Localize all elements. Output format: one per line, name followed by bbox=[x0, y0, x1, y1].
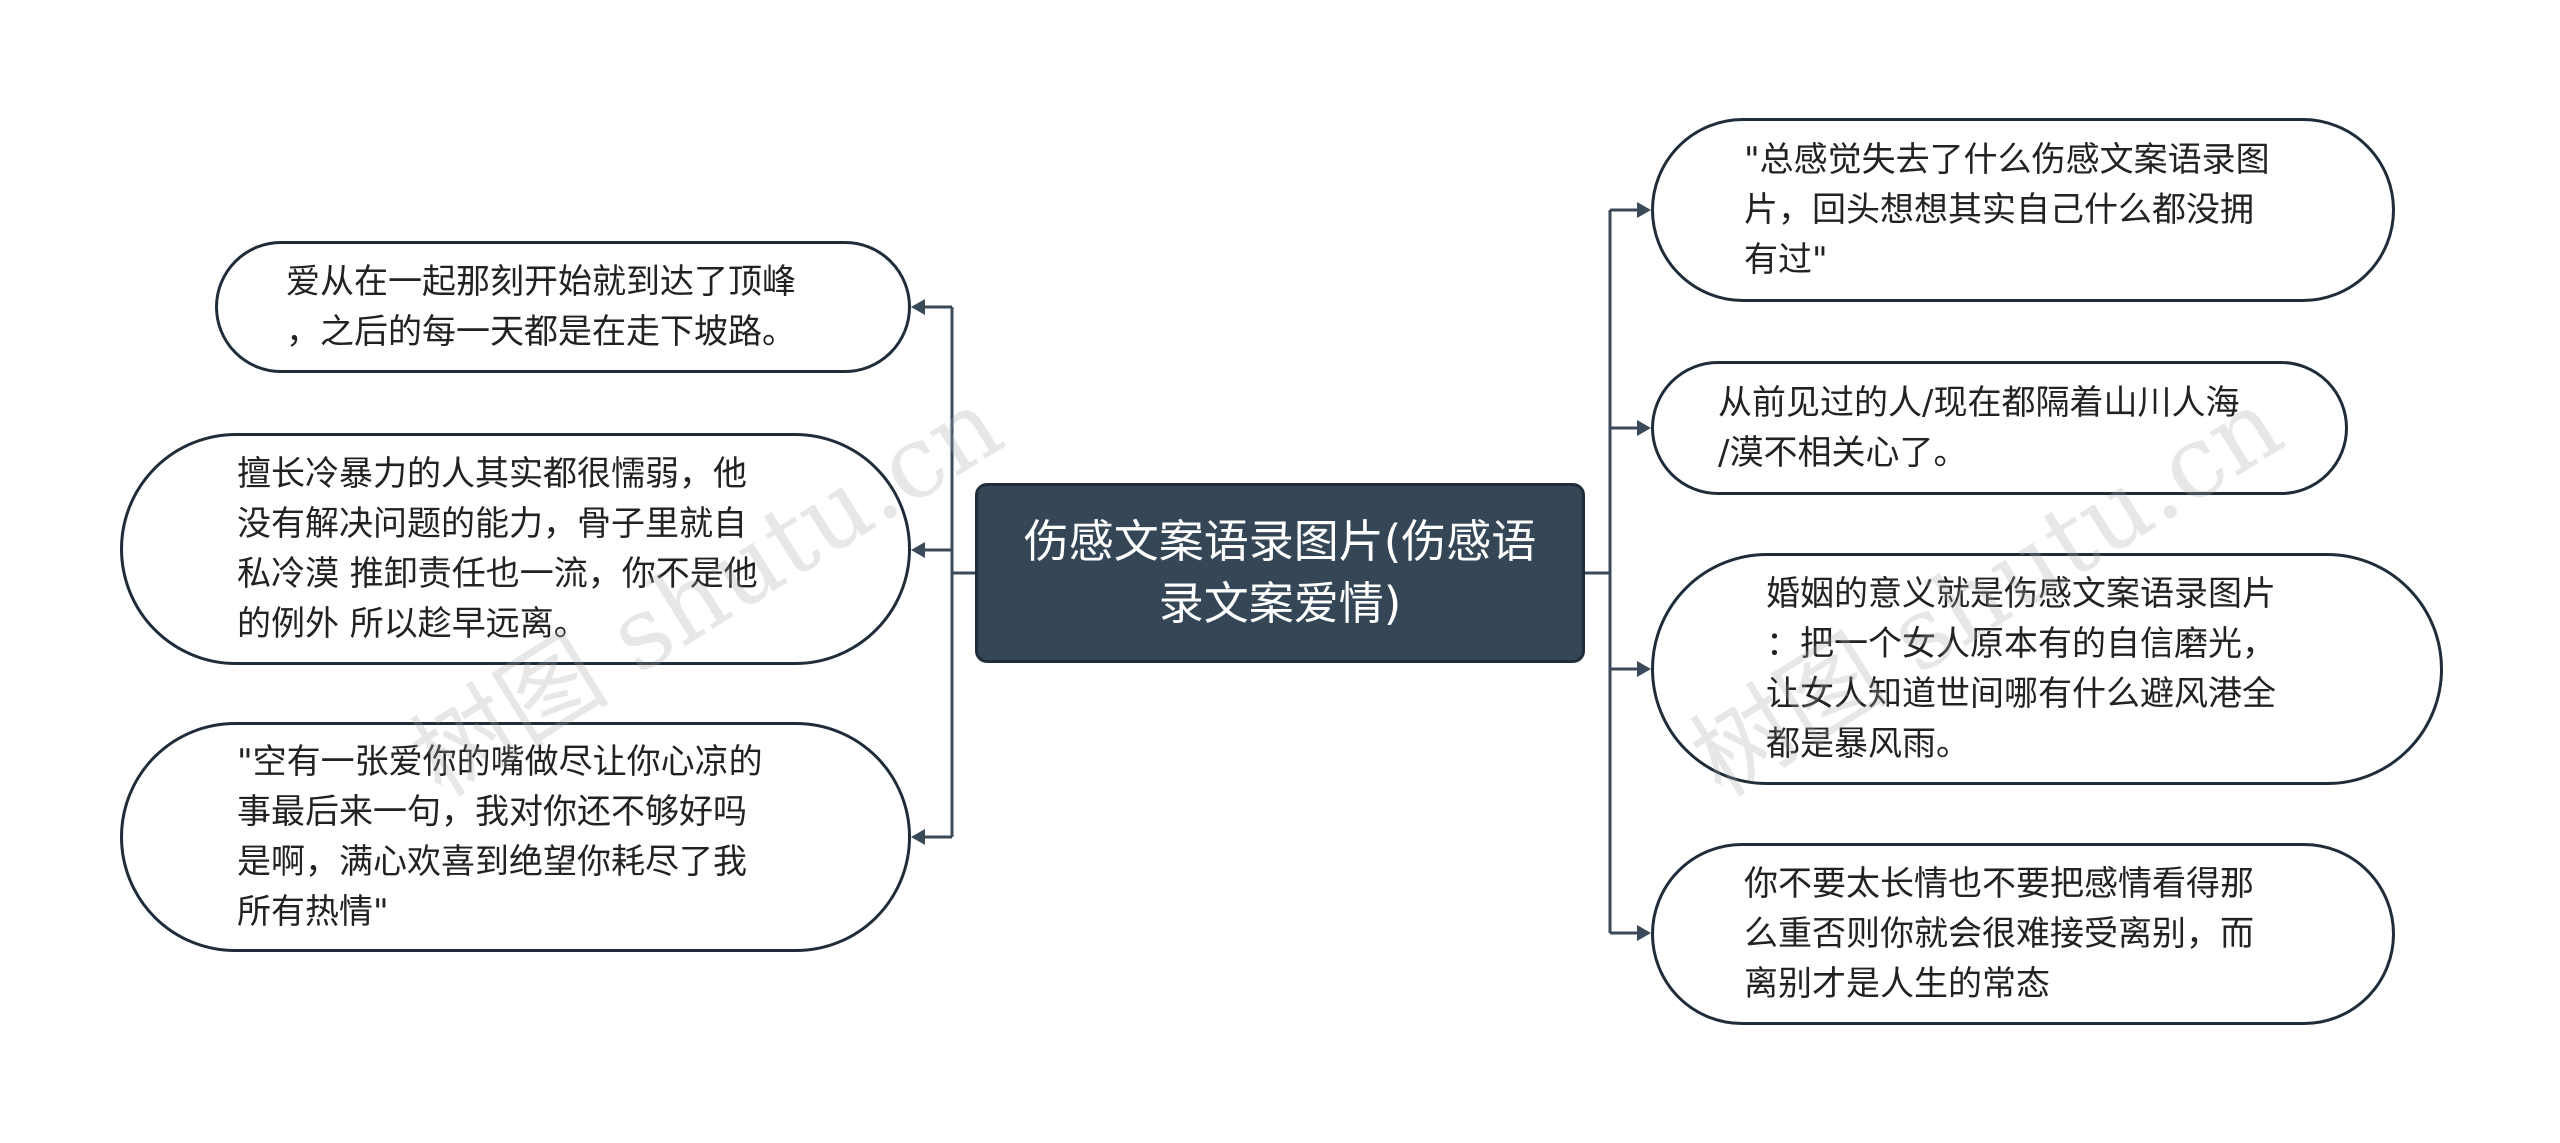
arrowhead-right-3 bbox=[1637, 661, 1651, 677]
arrowhead-right-1 bbox=[1637, 202, 1651, 218]
arrowhead-right-4 bbox=[1637, 925, 1651, 941]
left-node-2-text: 擅长冷暴力的人其实都很懦弱，他 没有解决问题的能力，骨子里就自 私冷漠 推卸责任… bbox=[237, 454, 758, 644]
central-topic[interactable]: 伤感文案语录图片(伤感语 录文案爱情) bbox=[975, 483, 1585, 663]
left-node-1[interactable]: 爱从在一起那刻开始就到达了顶峰 ，之后的每一天都是在走下坡路。 bbox=[215, 241, 911, 373]
right-node-4-text: 你不要太长情也不要把感情看得那 么重否则你就会很难接受离别，而 离别才是人生的常… bbox=[1744, 864, 2254, 1004]
left-node-2[interactable]: 擅长冷暴力的人其实都很懦弱，他 没有解决问题的能力，骨子里就自 私冷漠 推卸责任… bbox=[120, 433, 911, 665]
right-node-2-text: 从前见过的人/现在都隔着山川人海 /漠不相关心了。 bbox=[1718, 383, 2240, 473]
connector-trunk-right bbox=[1585, 210, 1612, 933]
left-node-3-text: "空有一张爱你的嘴做尽让你心凉的 事最后来一句，我对你还不够好吗 是啊，满心欢喜… bbox=[237, 742, 763, 932]
arrowhead-left-1 bbox=[911, 299, 925, 315]
right-node-3[interactable]: 婚姻的意义就是伤感文案语录图片 ：把一个女人原本有的自信磨光， 让女人知道世间哪… bbox=[1651, 553, 2443, 785]
arrowhead-left-2 bbox=[911, 542, 925, 558]
central-topic-label: 伤感文案语录图片(伤感语 录文案爱情) bbox=[1023, 515, 1537, 630]
left-node-1-text: 爱从在一起那刻开始就到达了顶峰 ，之后的每一天都是在走下坡路。 bbox=[286, 262, 796, 352]
arrowhead-right-2 bbox=[1637, 420, 1651, 436]
right-node-1-text: "总感觉失去了什么伤感文案语录图 片，回头想想其实自己什么都没拥 有过" bbox=[1744, 140, 2270, 280]
right-node-2[interactable]: 从前见过的人/现在都隔着山川人海 /漠不相关心了。 bbox=[1651, 361, 2348, 495]
right-node-3-text: 婚姻的意义就是伤感文案语录图片 ：把一个女人原本有的自信磨光， 让女人知道世间哪… bbox=[1766, 574, 2276, 764]
arrowhead-left-3 bbox=[911, 829, 925, 845]
connector-trunk-left bbox=[950, 307, 975, 837]
right-node-4[interactable]: 你不要太长情也不要把感情看得那 么重否则你就会很难接受离别，而 离别才是人生的常… bbox=[1651, 843, 2395, 1025]
right-node-1[interactable]: "总感觉失去了什么伤感文案语录图 片，回头想想其实自己什么都没拥 有过" bbox=[1651, 118, 2395, 302]
left-node-3[interactable]: "空有一张爱你的嘴做尽让你心凉的 事最后来一句，我对你还不够好吗 是啊，满心欢喜… bbox=[120, 722, 911, 952]
